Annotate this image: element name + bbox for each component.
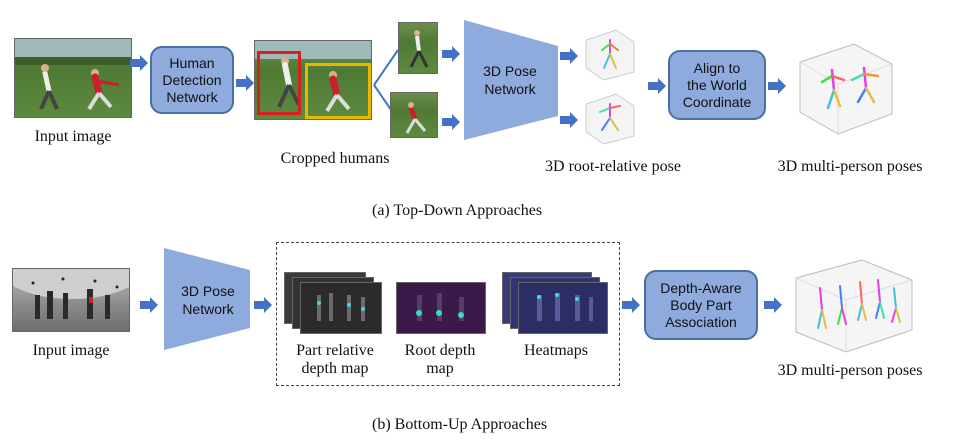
- crop-person-2: [390, 92, 438, 138]
- arrow-icon: [764, 297, 782, 313]
- arrow-icon: [768, 78, 786, 94]
- cropped-humans-label: Cropped humans: [280, 150, 390, 167]
- arrow-icon: [442, 114, 460, 130]
- top-3d-pose-network-shape: [464, 20, 558, 140]
- bottom-input-image: [12, 268, 130, 332]
- top-multi-person-plot: [799, 43, 893, 135]
- arrow-icon: [560, 112, 578, 128]
- arrow-icon: [622, 297, 640, 313]
- crop-person-1: [398, 22, 438, 74]
- human-detection-network: Human Detection Network: [150, 46, 234, 114]
- root-depth-map-label: Root depth map: [404, 342, 476, 377]
- arrow-icon: [254, 297, 272, 313]
- arrow-icon: [130, 55, 148, 71]
- heatmaps-label: Heatmaps: [524, 342, 588, 359]
- bottom-multi-person-label: 3D multi-person poses: [777, 362, 923, 379]
- bottom-multi-person-plot: [795, 259, 913, 353]
- crop-box-yellow: [305, 63, 371, 119]
- arrow-icon: [560, 48, 578, 64]
- root-depth-map: [396, 282, 486, 334]
- arrow-icon: [442, 46, 460, 62]
- top-input-label: Input image: [34, 128, 112, 145]
- top-down-caption: (a) Top-Down Approaches: [372, 202, 543, 219]
- top-input-image: [14, 38, 132, 118]
- bottom-3d-pose-network-label: 3D Pose Network: [181, 283, 235, 317]
- align-world-coordinate-box: Align to the World Coordinate: [668, 50, 766, 120]
- heatmaps-stack: [502, 272, 608, 334]
- top-multi-person-label: 3D multi-person poses: [777, 158, 923, 175]
- bottom-input-label: Input image: [32, 342, 110, 359]
- root-relative-pose-label: 3D root-relative pose: [545, 158, 681, 175]
- arrow-icon: [140, 297, 158, 313]
- top-3d-pose-network-label: 3D Pose Network: [483, 63, 537, 97]
- bottom-3d-pose-network-shape: [164, 248, 250, 350]
- bottom-up-caption: (b) Bottom-Up Approaches: [372, 416, 548, 433]
- arrow-icon: [648, 78, 666, 94]
- arrow-icon: [236, 75, 254, 91]
- depth-aware-association-box: Depth-Aware Body Part Association: [644, 270, 758, 340]
- root-relative-pose-plot-2: [585, 93, 635, 145]
- part-relative-depth-map-stack: [284, 272, 382, 334]
- cropped-detection-image: [254, 40, 372, 120]
- output-maps-group: [276, 242, 620, 386]
- part-relative-depth-map-label: Part relative depth map: [296, 342, 374, 377]
- crop-box-red: [257, 51, 301, 115]
- root-relative-pose-plot-1: [585, 29, 635, 81]
